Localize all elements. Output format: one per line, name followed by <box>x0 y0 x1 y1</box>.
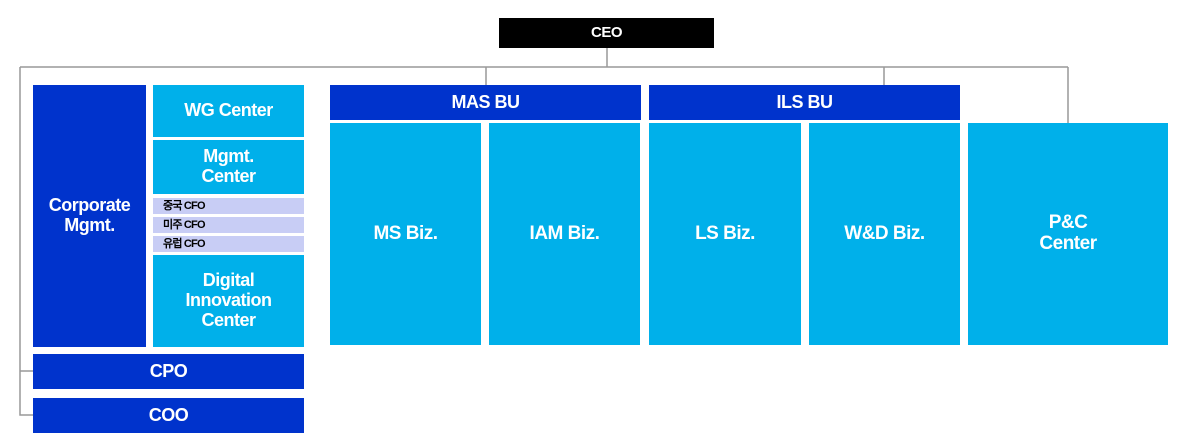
ms-biz-box: MS Biz. <box>330 123 481 345</box>
ceo-box: CEO <box>499 18 714 48</box>
mas-bu-header: MAS BU <box>330 85 641 120</box>
cpo-box: CPO <box>33 354 304 389</box>
connector-left-vertical <box>19 67 33 416</box>
ils-bu-header: ILS BU <box>649 85 960 120</box>
pc-center-box: P&C Center <box>968 123 1168 345</box>
wd-biz-box: W&D Biz. <box>809 123 960 345</box>
ls-biz-box: LS Biz. <box>649 123 801 345</box>
digital-innovation-center-box: Digital Innovation Center <box>153 255 304 347</box>
coo-box: COO <box>33 398 304 433</box>
wg-center-box: WG Center <box>153 85 304 137</box>
cfo-china-box: 중국 CFO <box>153 198 304 214</box>
iam-biz-box: IAM Biz. <box>489 123 640 345</box>
cfo-americas-box: 미주 CFO <box>153 217 304 233</box>
mgmt-center-box: Mgmt. Center <box>153 140 304 194</box>
corporate-mgmt-box: Corporate Mgmt. <box>33 85 146 347</box>
cfo-europe-box: 유럽 CFO <box>153 236 304 252</box>
